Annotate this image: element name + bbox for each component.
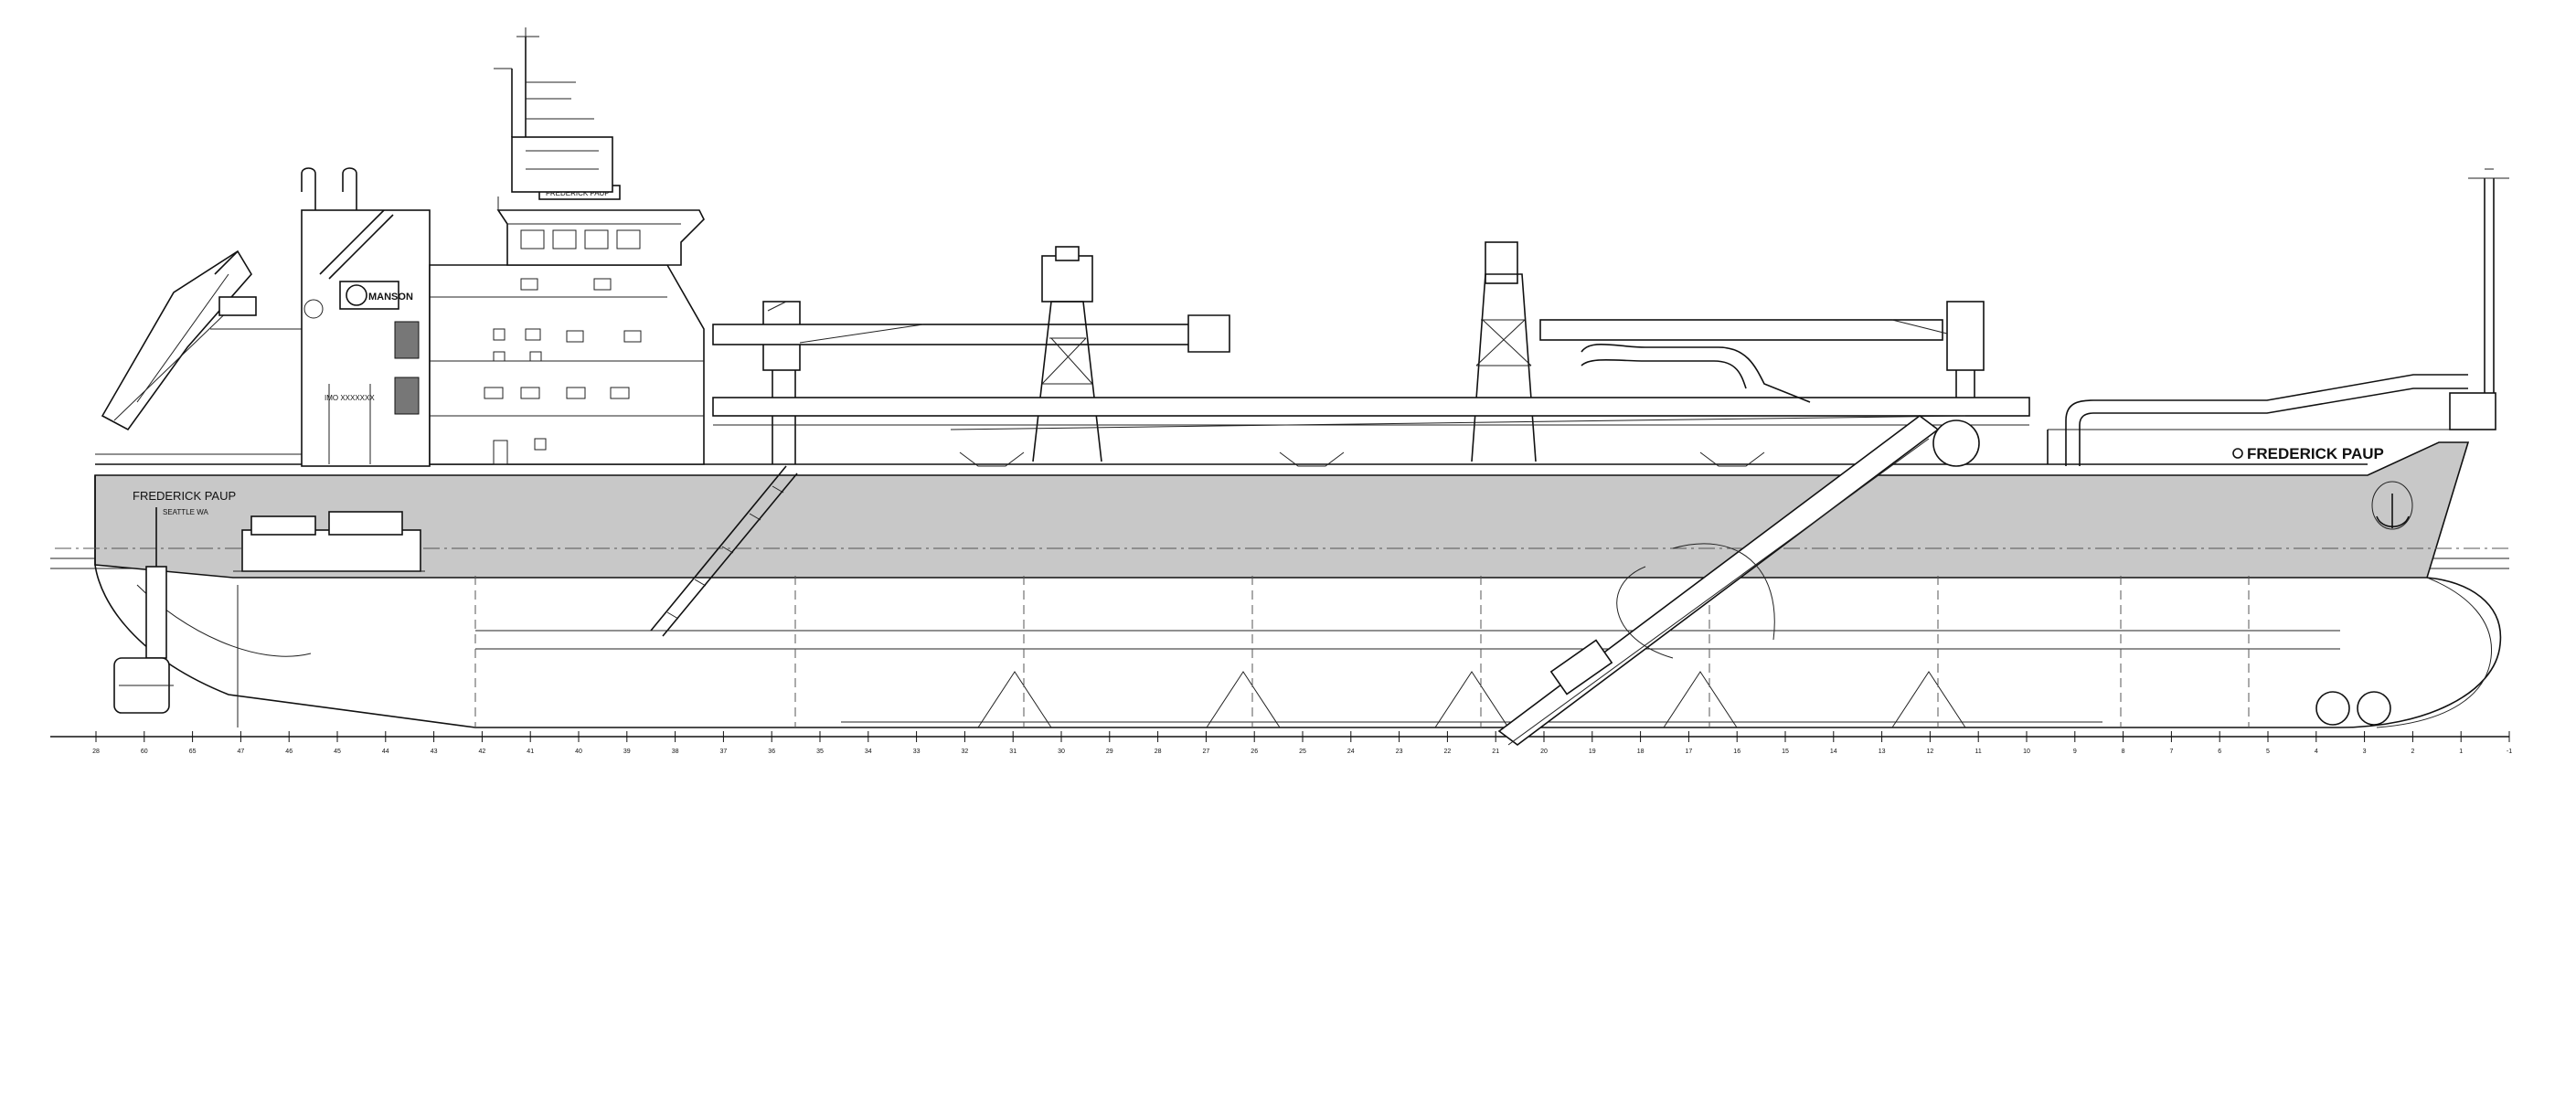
frame-tick-label: 20 <box>1540 749 1548 755</box>
frame-tick-label: 25 <box>1299 749 1306 755</box>
anchor-pocket <box>2371 481 2413 530</box>
frame-tick-label: -1 <box>2507 749 2512 755</box>
exhaust-stacks: MANSON IMO XXXXXXX <box>301 167 431 467</box>
frame-tick-label: 29 <box>1106 749 1113 755</box>
frame-tick-label: 27 <box>1203 749 1210 755</box>
frame-tick-label: 26 <box>1251 749 1258 755</box>
hull-bottom-outline <box>94 564 2502 728</box>
frame-tick-label: 28 <box>1155 749 1162 755</box>
frame-tick-label: 16 <box>1733 749 1740 755</box>
deck-crane-fwd <box>1539 301 1985 411</box>
frame-tick-label: 43 <box>431 749 438 755</box>
frame-tick-label: 60 <box>141 749 148 755</box>
frame-tick-label: 45 <box>334 749 341 755</box>
frame-tick-label: 32 <box>962 749 969 755</box>
frame-tick-label: 24 <box>1347 749 1355 755</box>
bow-thruster-2 <box>2357 691 2391 726</box>
frame-tick-label: 33 <box>913 749 921 755</box>
frame-tick-label: 10 <box>2023 749 2030 755</box>
frame-tick-label: 1 <box>2459 749 2463 755</box>
bow-name: FREDERICK PAUP <box>2247 445 2384 462</box>
vent-louver-1 <box>394 321 420 359</box>
frame-tick-label: 8 <box>2122 749 2125 755</box>
frame-tick-label: 39 <box>623 749 631 755</box>
frame-tick-label: 41 <box>527 749 534 755</box>
frame-tick-label: 11 <box>1975 749 1982 755</box>
bow-name-emblem <box>2232 448 2243 459</box>
frame-tick-label: 19 <box>1589 749 1596 755</box>
funnel-logo: MANSON <box>368 292 413 303</box>
frame-tick-label: 3 <box>2363 749 2367 755</box>
rescue-boat-davit <box>101 250 302 431</box>
gangway-ladder <box>650 465 798 637</box>
deck-crane-aft <box>712 301 1230 464</box>
frame-tick-label: 5 <box>2266 749 2270 755</box>
frame-tick-label: 14 <box>1830 749 1837 755</box>
frame-tick-label: 9 <box>2073 749 2077 755</box>
frame-tick-label: 40 <box>575 749 582 755</box>
imo-marking: IMO XXXXXXX <box>325 394 375 402</box>
frame-tick-label: 4 <box>2315 749 2318 755</box>
frame-tick-label: 35 <box>816 749 824 755</box>
bow-thruster-1 <box>2315 691 2350 726</box>
discharge-pipe <box>1581 168 2509 466</box>
stern-name: FREDERICK PAUP <box>133 489 236 503</box>
bow-name-marking: FREDERICK PAUP <box>2232 445 2384 462</box>
frame-tick-label: 36 <box>768 749 775 755</box>
frame-tick-label: 7 <box>2169 749 2173 755</box>
frame-tick-label: 34 <box>865 749 872 755</box>
frame-tick-label: 28 <box>92 749 100 755</box>
frame-tick-label: 42 <box>479 749 486 755</box>
frame-tick-label: 44 <box>382 749 389 755</box>
frame-tick-label: 12 <box>1927 749 1934 755</box>
gantry-aft <box>1032 246 1102 462</box>
frame-tick-label: 37 <box>720 749 728 755</box>
bulbous-bow <box>2376 577 2493 728</box>
accommodation-block <box>429 264 705 465</box>
gantry-fwd <box>1471 241 1537 462</box>
stern-name-marking: FREDERICK PAUP SEATTLE WA <box>133 489 236 516</box>
engine-room-machinery <box>233 511 425 572</box>
bulkhead-lines <box>55 547 2509 727</box>
frame-tick-label: 38 <box>672 749 679 755</box>
drag-arm <box>1497 415 1980 746</box>
frame-tick-label: 15 <box>1782 749 1789 755</box>
rudder-propeller <box>113 507 174 714</box>
main-mast <box>494 27 594 137</box>
hopper-bottom-doors <box>475 630 2340 728</box>
frame-tick-label: 30 <box>1058 749 1065 755</box>
frame-tick-label: 46 <box>285 749 293 755</box>
frame-tick-label: 2 <box>2411 749 2414 755</box>
frame-tick-label: 17 <box>1686 749 1693 755</box>
wheelhouse: FREDERICK PAUP <box>496 136 705 266</box>
frame-tick-label: 23 <box>1396 749 1403 755</box>
home-port: SEATTLE WA <box>163 508 208 516</box>
suction-pipe-rack <box>712 397 2030 467</box>
frame-tick-label: 47 <box>238 749 245 755</box>
frame-tick-label: 18 <box>1637 749 1645 755</box>
frame-tick-label: 65 <box>189 749 197 755</box>
frame-tick-label: 31 <box>1009 749 1017 755</box>
frame-tick-label: 6 <box>2218 749 2221 755</box>
frame-tick-label: 22 <box>1444 749 1452 755</box>
gimbal <box>1932 419 1980 467</box>
bridge-name: FREDERICK PAUP <box>546 189 610 197</box>
vent-louver-2 <box>394 377 420 415</box>
fan-icon <box>303 299 324 319</box>
frame-tick-label: 13 <box>1879 749 1886 755</box>
frame-tick-label: 21 <box>1492 749 1499 755</box>
